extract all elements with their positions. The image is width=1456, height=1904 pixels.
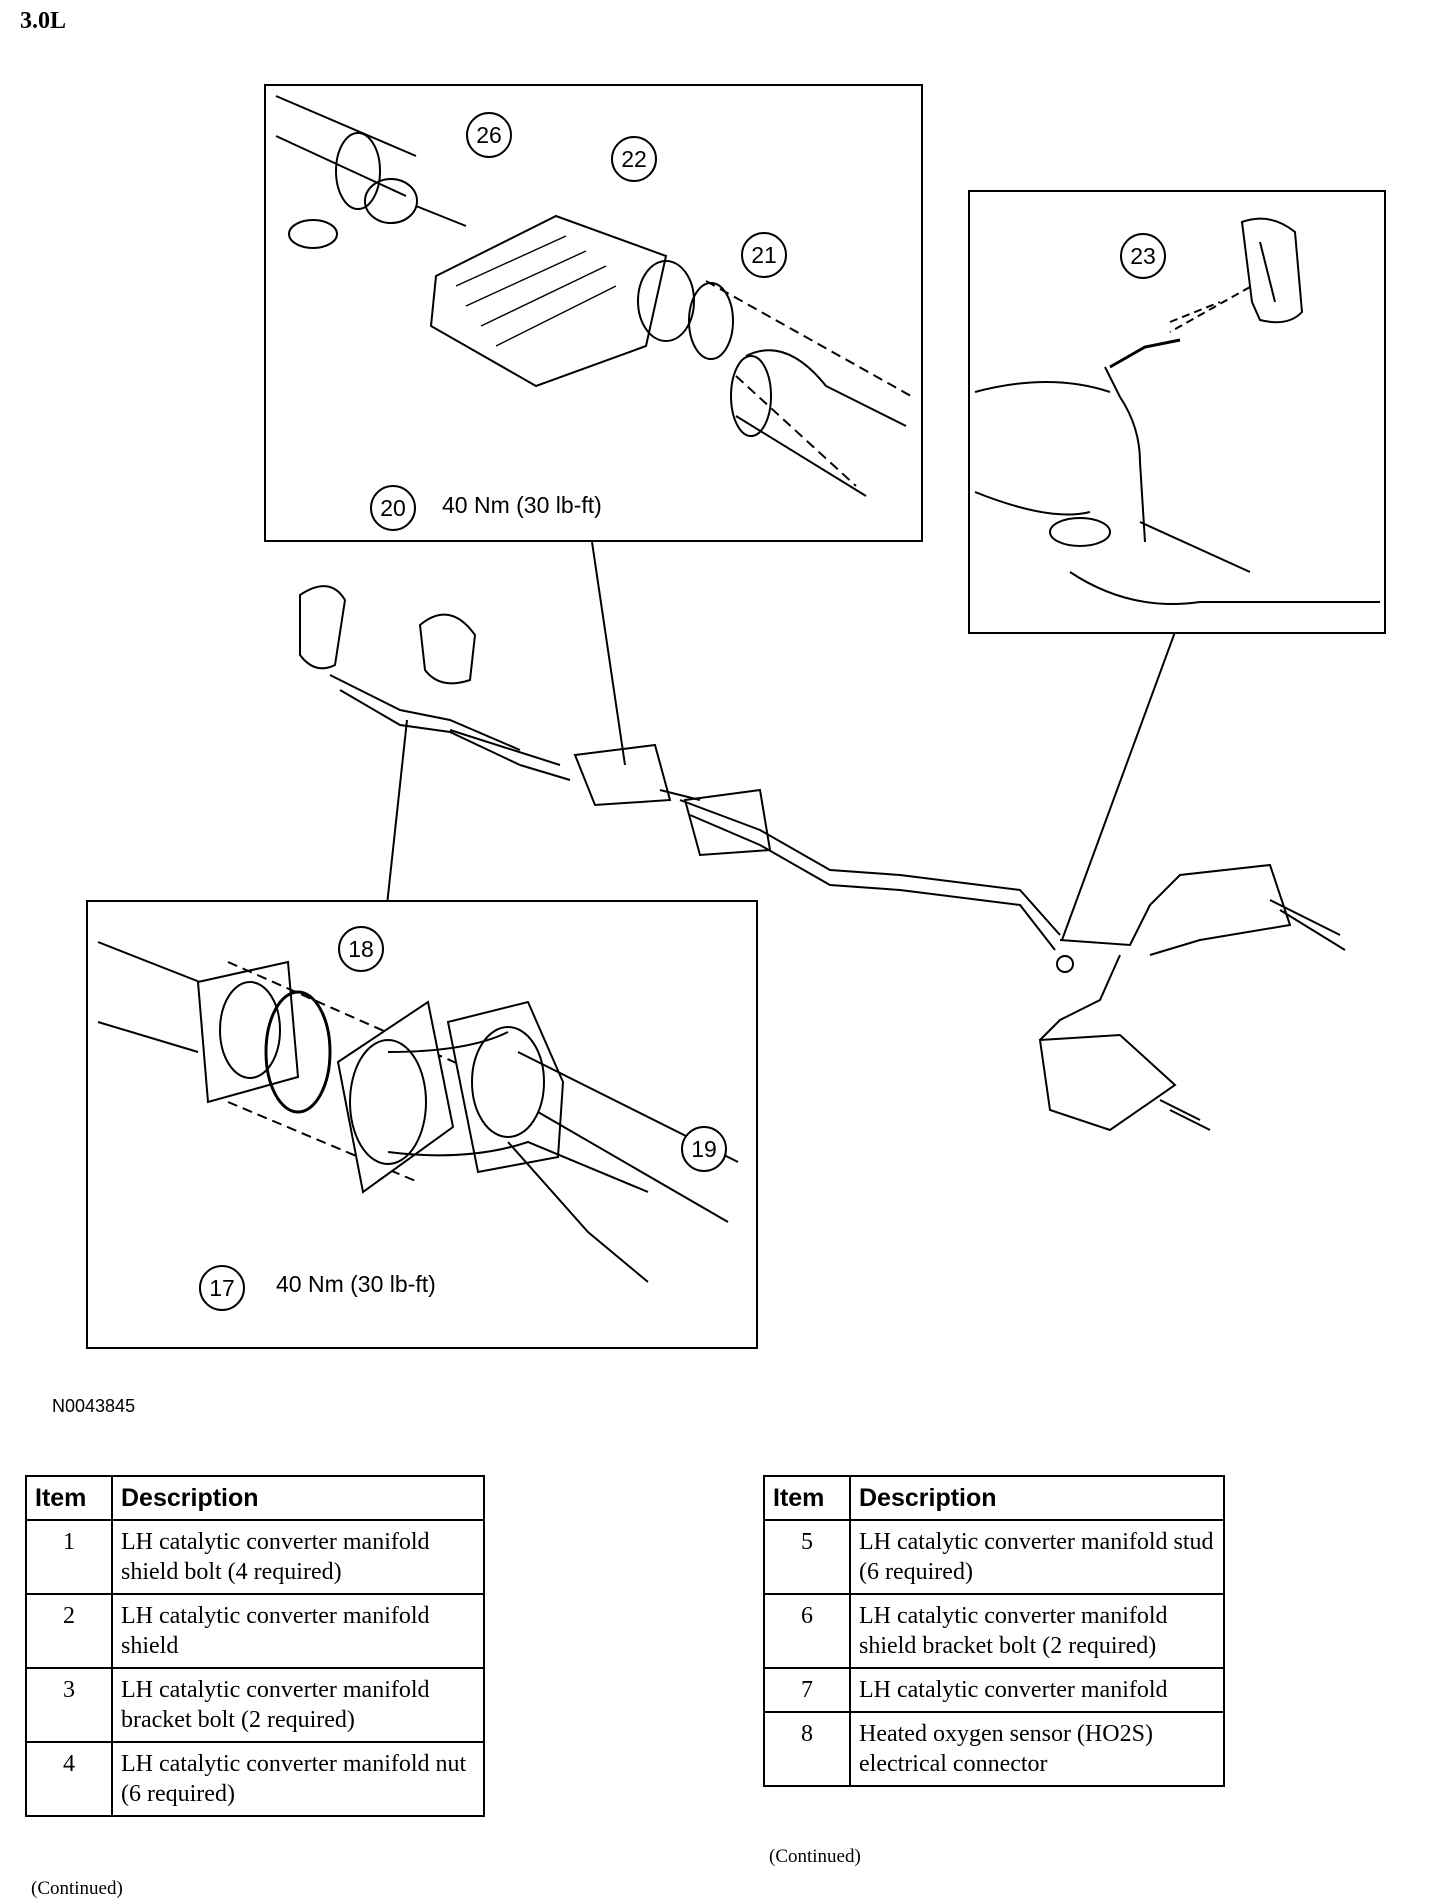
item-description: LH catalytic converter manifold [849, 1667, 1225, 1713]
item-table-right: Item Description 5 LH catalytic converte… [763, 1475, 1225, 1787]
item-number: 1 [25, 1519, 113, 1595]
callout-19: 19 [681, 1126, 727, 1172]
item-table-left: Item Description 1 LH catalytic converte… [25, 1475, 485, 1817]
catalytic-converter-detail-drawing [275, 95, 912, 497]
table-row: 8 Heated oxygen sensor (HO2S) electrical… [763, 1711, 1225, 1787]
column-header-item: Item [763, 1475, 851, 1521]
exhaust-hanger-detail-drawing [974, 217, 1380, 605]
item-number: 8 [763, 1711, 851, 1787]
continued-label-left: (Continued) [31, 1878, 123, 1899]
item-number: 6 [763, 1593, 851, 1669]
callout-23: 26 [466, 112, 512, 158]
item-description: Heated oxygen sensor (HO2S) electrical c… [849, 1711, 1225, 1787]
detail-frame-exhaust-hanger: 23 [968, 190, 1386, 634]
column-header-description: Description [849, 1475, 1225, 1521]
table-row: 6 LH catalytic converter manifold shield… [763, 1593, 1225, 1669]
callout-18: 18 [338, 926, 384, 972]
table-row: 4 LH catalytic converter manifold nut (6… [25, 1741, 485, 1817]
item-description: LH catalytic converter manifold stud (6 … [849, 1519, 1225, 1595]
engine-label: 3.0L [20, 8, 67, 34]
callout-20: 20 [370, 485, 416, 531]
callout-17: 17 [199, 1265, 245, 1311]
table-row: 2 LH catalytic converter manifold shield [25, 1593, 485, 1669]
item-number: 5 [763, 1519, 851, 1595]
figure-id: N0043845 [52, 1396, 136, 1416]
item-description: LH catalytic converter manifold nut (6 r… [111, 1741, 485, 1817]
item-description: LH catalytic converter manifold shield [111, 1593, 485, 1669]
torque-spec-17: 40 Nm (30 lb-ft) [276, 1271, 436, 1297]
detail-frame-flange-connection: 18 19 17 40 Nm (30 lb-ft) [86, 900, 758, 1349]
item-number: 2 [25, 1593, 113, 1669]
table-row: 3 LH catalytic converter manifold bracke… [25, 1667, 485, 1743]
item-description: LH catalytic converter manifold bracket … [111, 1667, 485, 1743]
item-description: LH catalytic converter manifold shield b… [111, 1519, 485, 1595]
column-header-item: Item [25, 1475, 113, 1521]
callout-21: 21 [741, 232, 787, 278]
item-number: 7 [763, 1667, 851, 1713]
torque-spec-20: 40 Nm (30 lb-ft) [442, 492, 602, 518]
item-number: 3 [25, 1667, 113, 1743]
column-header-description: Description [111, 1475, 485, 1521]
detail-frame-catalytic-converter: 26 22 21 20 40 Nm (30 lb-ft) [264, 84, 923, 542]
table-row: 7 LH catalytic converter manifold [763, 1667, 1225, 1713]
callout-26: 23 [1120, 233, 1166, 279]
flange-connection-detail-drawing [97, 941, 739, 1283]
table-row: 1 LH catalytic converter manifold shield… [25, 1519, 485, 1595]
table-row: 5 LH catalytic converter manifold stud (… [763, 1519, 1225, 1595]
item-number: 4 [25, 1741, 113, 1817]
continued-label-right: (Continued) [769, 1846, 861, 1867]
item-description: LH catalytic converter manifold shield b… [849, 1593, 1225, 1669]
callout-22: 22 [611, 136, 657, 182]
